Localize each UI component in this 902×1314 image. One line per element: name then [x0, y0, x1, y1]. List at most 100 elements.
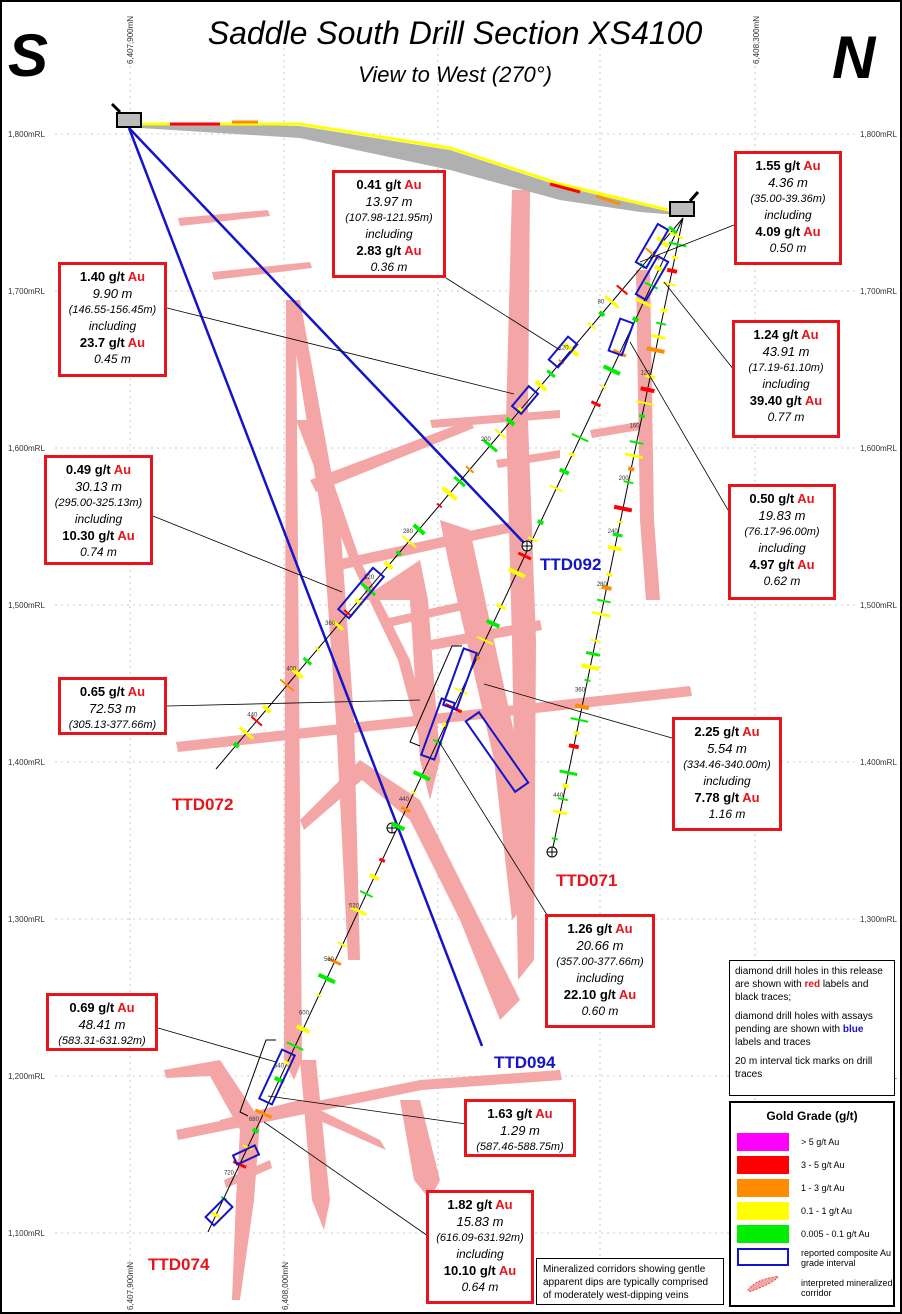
- callout-grade: 1.26 g/t Au: [567, 921, 633, 936]
- assay-tick: [666, 230, 684, 240]
- callout-grade: 1.24 g/t Au: [753, 327, 819, 342]
- callout-grade: 0.69 g/t Au: [69, 1000, 135, 1015]
- assay-tick: [283, 1060, 291, 1066]
- assay-tick: [482, 438, 498, 453]
- assay-tick: [410, 790, 417, 795]
- callout-width: 13.97 m: [365, 194, 413, 209]
- depth-tick-label: 560: [324, 957, 335, 963]
- callout-width: 72.53 m: [89, 701, 136, 716]
- callout-interval: (35.00-39.36m): [750, 193, 826, 205]
- note-pending: diamond drill holes with assays pending …: [735, 1011, 873, 1048]
- callout-inc-grade: 22.10 g/t Au: [563, 987, 637, 1002]
- callout-width: 4.36 m: [768, 175, 808, 190]
- assay-tick: [574, 703, 590, 711]
- assay-tick: [656, 321, 667, 326]
- depth-tick-label: 280: [597, 582, 608, 588]
- assay-tick: [401, 534, 417, 548]
- callout-inc-width: 0.64 m: [461, 1280, 499, 1294]
- assay-tick: [590, 400, 602, 408]
- assay-tick: [286, 1041, 304, 1051]
- assay-tick: [302, 656, 313, 666]
- corridor-note: Mineralized corridors showing gentle app…: [536, 1258, 724, 1305]
- figure-title: Saddle South Drill Section XS4100: [208, 15, 703, 51]
- legend-label: interpreted mineralized corridor: [801, 1278, 893, 1298]
- callout-inc-grade: 23.7 g/t Au: [79, 335, 146, 350]
- assay-tick: [634, 297, 653, 308]
- assay-tick: [580, 663, 600, 671]
- legend-swatch-red: [737, 1156, 789, 1174]
- assay-tick: [646, 346, 665, 354]
- assay-tick: [604, 294, 620, 309]
- depth-tick-label: 360: [575, 687, 586, 693]
- assay-tick: [627, 466, 635, 472]
- callout-ttd071-108m: 0.41 g/t Au 13.97 m (107.98-121.95m) inc…: [332, 170, 446, 278]
- assay-tick: [517, 551, 532, 561]
- legend-label: 0.005 - 0.1 g/t Au: [801, 1229, 870, 1239]
- callout-interval: (295.00-325.13m): [54, 497, 143, 509]
- callout-grade: 0.49 g/t Au: [65, 462, 132, 477]
- assay-tick: [549, 484, 564, 493]
- assay-tick: [562, 783, 569, 789]
- assay-tick: [640, 386, 655, 394]
- callout-including: including: [758, 541, 806, 555]
- callout-interval: (334.46-340.00m): [683, 759, 771, 771]
- assay-tick: [485, 618, 501, 629]
- hole-label-ttd094: TTD094: [494, 1053, 556, 1072]
- assay-tick: [279, 678, 295, 692]
- assay-tick: [315, 993, 322, 998]
- assay-tick: [454, 687, 469, 696]
- hole-label-ttd074: TTD074: [148, 1255, 210, 1274]
- callout-interval: (107.98-121.95m): [345, 212, 433, 224]
- callout-width: 48.41 m: [78, 1017, 126, 1032]
- depth-tick-label: 440: [399, 797, 410, 803]
- depth-tick-label: 520: [349, 904, 360, 910]
- legend-label: 3 - 5 g/t Au: [801, 1160, 845, 1170]
- callout-inc-width: 0.50 m: [769, 241, 807, 255]
- callout-inc-grade: 4.97 g/t Au: [749, 557, 815, 572]
- callout-inc-width: 0.45 m: [94, 352, 131, 366]
- callout-ttd071-17m: 1.24 g/t Au 43.91 m (17.19-61.10m) inclu…: [732, 320, 840, 438]
- callout-grade: 0.41 g/t Au: [356, 177, 422, 192]
- callout-inc-width: 0.74 m: [80, 545, 117, 559]
- assay-tick: [629, 440, 644, 445]
- assay-tick: [505, 416, 516, 427]
- assay-tick: [671, 255, 679, 260]
- elev-1800-left: 1,800mRL: [8, 130, 45, 139]
- assay-tick: [360, 582, 377, 597]
- legend-label: 1 - 3 g/t Au: [801, 1183, 845, 1193]
- legend-swatch-orange: [737, 1179, 789, 1197]
- callout-interval: (583.31-631.92m): [58, 1035, 146, 1047]
- assay-tick: [327, 957, 342, 966]
- figure-subtitle: View to West (270°): [358, 62, 552, 87]
- assay-tick: [359, 890, 374, 898]
- assay-tick: [412, 523, 426, 536]
- elev-1600-right: 1,600mRL: [860, 444, 897, 453]
- assay-tick: [573, 731, 580, 736]
- assay-tick: [656, 235, 670, 249]
- legend-swatch-corridor: [747, 1275, 779, 1292]
- assay-tick: [251, 1127, 260, 1134]
- callout-interval: (76.17-96.00m): [744, 526, 820, 538]
- assay-tick: [295, 1024, 311, 1034]
- callout-ttd074-616m: 1.82 g/t Au 15.83 m (616.09-631.92m) inc…: [426, 1190, 534, 1304]
- depth-tick-label: 640: [274, 1064, 285, 1070]
- elev-1400-left: 1,400mRL: [8, 758, 45, 767]
- callout-interval: (616.09-631.92m): [436, 1232, 524, 1244]
- callout-including: including: [365, 227, 413, 241]
- callout-inc-grade: 4.09 g/t Au: [755, 224, 821, 239]
- depth-tick-label: 120: [640, 370, 651, 376]
- callout-inc-width: 0.36 m: [370, 260, 408, 274]
- assay-tick: [666, 267, 678, 274]
- assay-tick: [383, 560, 394, 571]
- elev-1300-right: 1,300mRL: [860, 915, 897, 924]
- depth-tick-label: 80: [598, 299, 605, 305]
- callout-width: 5.54 m: [707, 741, 747, 756]
- assay-tick: [337, 941, 348, 948]
- assay-tick: [557, 797, 569, 802]
- northing-labels: 6,407,900mN 6,408,300mN 6,407,900mN 6,40…: [126, 16, 761, 1310]
- callout-ttd074-583m: 0.69 g/t Au 48.41 m (583.31-631.92m): [46, 993, 158, 1051]
- assay-tick: [668, 225, 678, 235]
- compass-north: N: [832, 24, 877, 91]
